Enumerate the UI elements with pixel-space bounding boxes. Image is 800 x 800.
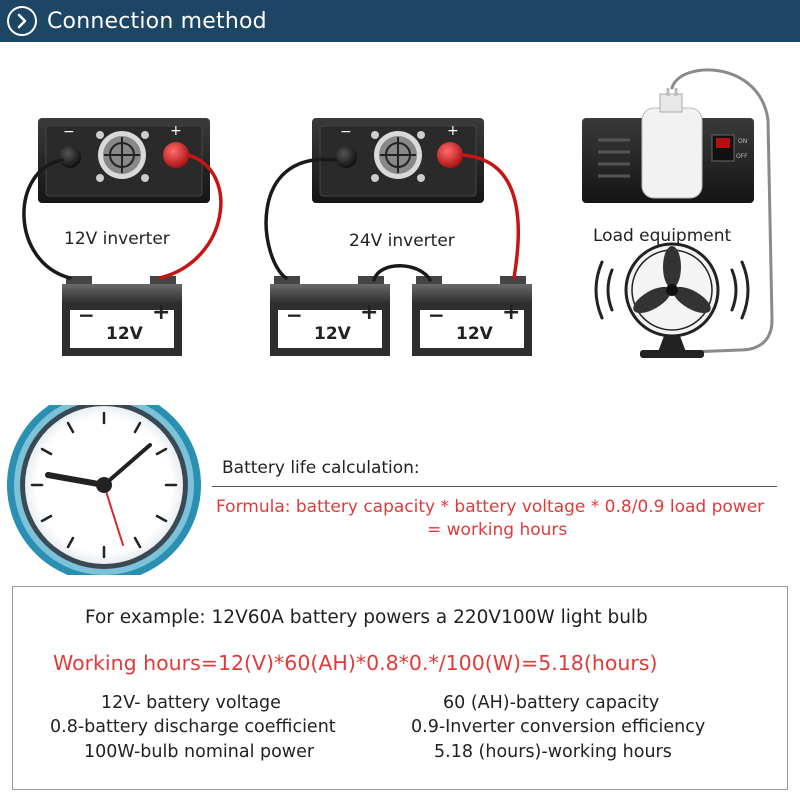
example-equation: Working hours=12(V)*60(AH)*0.8*0.*/100(W… (53, 651, 658, 675)
definition-item: 0.8-battery discharge coefficient (50, 717, 336, 737)
battery-minus: − (78, 303, 95, 327)
svg-text:+: + (447, 123, 459, 139)
definition-item: 12V- battery voltage (101, 693, 281, 713)
cables (22, 68, 774, 354)
inverter-icon: − + (38, 118, 210, 203)
clock-icon (7, 405, 201, 575)
definition-item: 60 (AH)-battery capacity (443, 693, 660, 713)
fan-icon (624, 242, 720, 358)
label-load-equipment: Load equipment (593, 226, 732, 246)
battery-minus: − (286, 303, 303, 327)
battery-voltage-label: 12V (456, 324, 493, 344)
label-24v-inverter: 24V inverter (349, 231, 455, 251)
inverter-icon: − + (312, 118, 484, 203)
battery-icon (412, 276, 532, 356)
calculation-title: Battery life calculation: (222, 458, 420, 478)
formula-result: = working hours (427, 520, 568, 540)
example-box (12, 586, 788, 790)
battery-voltage-label: 12V (106, 324, 143, 344)
battery-icon (62, 276, 182, 356)
battery-plus: + (502, 300, 521, 325)
formula-text: Formula: battery capacity * battery volt… (216, 497, 765, 517)
battery-minus: − (428, 303, 445, 327)
sound-wave-icon (594, 260, 750, 320)
header-bar: Connection method (0, 0, 800, 42)
definition-item: 5.18 (hours)-working hours (434, 742, 672, 762)
svg-text:−: − (340, 124, 352, 140)
svg-text:ON: ON (738, 138, 747, 145)
label-12v-inverter: 12V inverter (64, 229, 170, 249)
definition-item: 100W-bulb nominal power (84, 742, 315, 762)
battery-voltage-label: 12V (314, 324, 351, 344)
battery-icon (270, 276, 390, 356)
definition-item: 0.9-Inverter conversion efficiency (411, 717, 706, 737)
connection-diagram: − + − + ON OFF (22, 68, 774, 358)
svg-text:−: − (63, 124, 75, 140)
svg-text:+: + (170, 123, 182, 139)
battery-plus: + (152, 300, 171, 325)
divider (212, 486, 777, 487)
power-outlet-icon: ON OFF (582, 88, 754, 203)
svg-text:OFF: OFF (736, 153, 748, 160)
chevron-right-icon (7, 6, 37, 36)
battery-plus: + (360, 300, 379, 325)
example-title: For example: 12V60A battery powers a 220… (85, 607, 648, 628)
header-title: Connection method (47, 8, 267, 34)
